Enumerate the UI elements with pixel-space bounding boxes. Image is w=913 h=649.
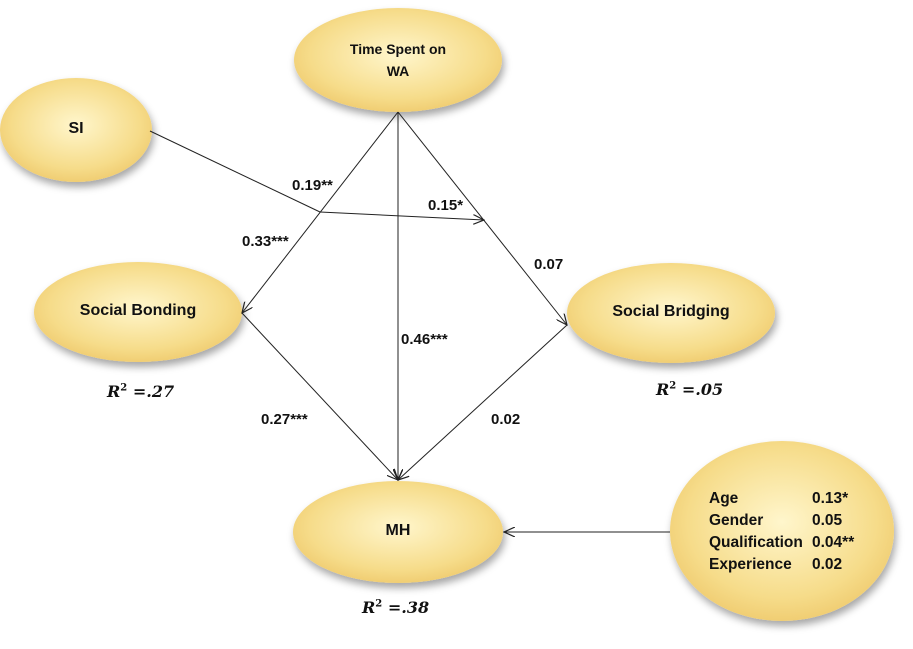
coef-wa-bridging: 0.07 (534, 256, 564, 273)
edge-wa-to-bridging (397, 111, 567, 325)
label-time-spent-line2: WA (386, 63, 410, 79)
coef-wa-bonding: 0.33*** (242, 233, 289, 250)
control-value: 0.04** (812, 534, 855, 551)
control-row-age: Age 0.13* (709, 488, 854, 510)
r2-value: .27 (146, 382, 175, 401)
control-name: Experience (709, 556, 792, 573)
node-controls (670, 441, 894, 621)
coef-bonding-mh: 0.27*** (261, 411, 308, 428)
node-si (0, 78, 152, 182)
label-time-spent-wa: Time Spent on WA (318, 38, 478, 82)
r2-value: .05 (695, 380, 724, 399)
node-social-bonding (34, 262, 242, 362)
edge-si-moderation (149, 130, 321, 213)
node-time-spent-wa (294, 8, 502, 112)
r2-value: .38 (401, 598, 430, 617)
r2-mh: R2 =.38 (362, 598, 430, 617)
controls-list: Age 0.13* Gender 0.05 Qualification 0.04… (709, 488, 854, 576)
control-value: 0.02 (812, 556, 843, 573)
control-value: 0.13* (812, 490, 849, 507)
coef-bridging-mh: 0.02 (491, 411, 521, 428)
label-mh: MH (385, 522, 411, 539)
coef-interaction-bridging: 0.15* (428, 197, 464, 214)
r2-social-bonding: R2 =.27 (107, 382, 175, 401)
label-social-bonding: Social Bonding (79, 302, 197, 319)
node-social-bridging (567, 263, 775, 363)
control-name: Qualification (709, 534, 803, 551)
node-mh (293, 481, 503, 583)
control-row-experience: Experience 0.02 (709, 554, 854, 576)
edge-bonding-to-mh (241, 312, 398, 480)
control-value: 0.05 (812, 512, 843, 529)
coef-wa-mh: 0.46*** (401, 331, 448, 348)
control-row-gender: Gender 0.05 (709, 510, 854, 532)
control-name: Age (709, 490, 739, 507)
control-row-qualification: Qualification 0.04** (709, 532, 854, 554)
label-time-spent-line1: Time Spent on (349, 41, 447, 57)
coef-si-moderation: 0.19** (292, 177, 333, 194)
edge-bridging-to-mh (398, 324, 568, 480)
label-si: SI (68, 120, 84, 137)
control-name: Gender (709, 512, 764, 529)
edge-interaction-to-bridging-path (319, 211, 484, 220)
edge-wa-to-bonding (242, 111, 399, 313)
r2-social-bridging: R2 =.05 (656, 380, 724, 399)
label-social-bridging: Social Bridging (612, 303, 730, 320)
